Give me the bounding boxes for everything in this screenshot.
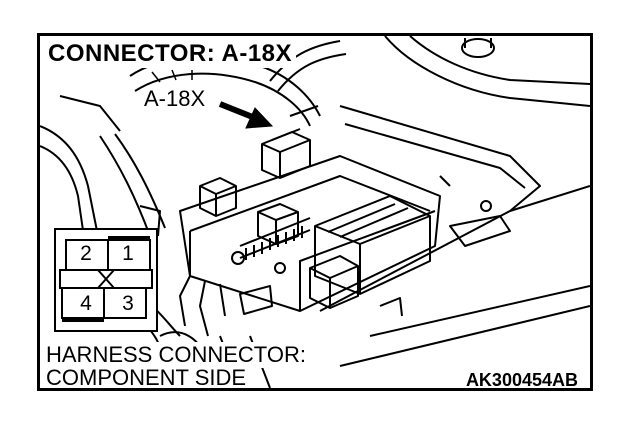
connector-title: CONNECTOR: A-18X: [48, 40, 297, 68]
caption-line-1: HARNESS CONNECTOR:: [46, 342, 306, 368]
pin-label-4: 4: [80, 292, 92, 315]
pin-label-2: 2: [80, 242, 92, 265]
connector-pin-diagram: 1 2 3 4: [54, 228, 158, 332]
engine-bay-illustration: [40, 36, 590, 388]
connector-callout-label: A-18X: [144, 86, 206, 111]
connector-face-outline: [59, 236, 153, 322]
diagram-frame: CONNECTOR: A-18X A-18X 1 2 3 4: [37, 33, 593, 391]
pin-label-1: 1: [122, 242, 134, 265]
pin-label-3: 3: [122, 292, 134, 315]
caption-line-2: COMPONENT SIDE: [46, 365, 247, 390]
figure-code: AK300454AB: [465, 370, 578, 390]
